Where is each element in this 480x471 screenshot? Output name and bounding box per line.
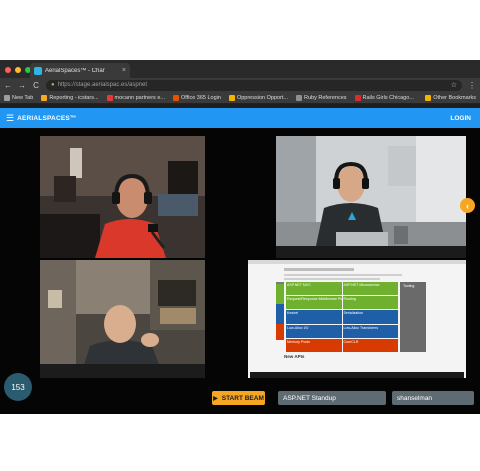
- tab-strip: AerialSpaces™ - Char ×: [0, 60, 480, 78]
- browser-window: AerialSpaces™ - Char × ← → C ● https://s…: [0, 60, 480, 414]
- bookmark-list: New Tab Reporting - icstars... mocann part…: [4, 94, 414, 101]
- app-brand: AERIALSPACES™: [17, 114, 77, 122]
- diagram-block: Kestrel: [286, 310, 342, 324]
- bookmark-item[interactable]: Reporting - icstars...: [41, 94, 99, 101]
- forward-arrow-icon[interactable]: →: [18, 80, 26, 90]
- bookmark-label: Reporting - icstars...: [49, 94, 99, 101]
- play-icon: ▶: [213, 395, 218, 402]
- bookmark-icon: [228, 94, 235, 101]
- other-bookmarks[interactable]: Other Bookmarks: [425, 94, 476, 101]
- collapse-panel-button[interactable]: ‹: [460, 198, 475, 213]
- bookmark-icon: [354, 94, 361, 101]
- hamburger-menu-icon[interactable]: ☰: [6, 112, 15, 123]
- diagram-block: Low-Alloc I/O: [286, 324, 342, 338]
- diagram-block: CoreCLR: [342, 338, 398, 352]
- video-feed-1: [40, 136, 205, 258]
- diagram-block: ASP.NET MVC: [286, 282, 342, 296]
- bookmark-item[interactable]: Ruby References: [296, 94, 347, 101]
- diagram-block: Serialization: [342, 310, 398, 324]
- diagram-block: Tooling: [403, 284, 415, 288]
- bookmark-item[interactable]: Office 365 Login: [172, 94, 221, 101]
- tab-close-icon[interactable]: ×: [121, 67, 126, 74]
- start-beam-button[interactable]: ▶ START BEAM: [212, 391, 265, 405]
- bookmark-label: New Tab: [12, 94, 34, 101]
- video-tile-3[interactable]: [40, 260, 205, 378]
- address-row: ← → C ● https://stage.aerialspac.es/aspn…: [0, 78, 480, 92]
- reload-icon[interactable]: C: [33, 80, 39, 90]
- browser-tab-aerialspaces[interactable]: AerialSpaces™ - Char ×: [30, 63, 130, 78]
- bookmark-star-icon[interactable]: ☆: [450, 82, 457, 89]
- diagram-block: Low-Alloc Transforms: [342, 324, 398, 338]
- room-name-field[interactable]: ASP.NET Standup: [278, 391, 386, 405]
- back-arrow-icon[interactable]: ←: [4, 80, 12, 90]
- window-controls: [5, 67, 31, 73]
- bookmark-icon: [106, 94, 113, 101]
- bookmarks-bar: New Tab Reporting - icstars... mocann part…: [0, 92, 480, 104]
- diagram-block: Memory Pools: [286, 338, 342, 352]
- address-bar[interactable]: ● https://stage.aerialspac.es/aspnet ☆: [46, 79, 462, 91]
- slide-heading: New APIs: [284, 354, 305, 359]
- participant-count-badge[interactable]: 153: [4, 373, 32, 401]
- tab-title: AerialSpaces™ - Char: [45, 67, 105, 74]
- maximize-window-icon[interactable]: [25, 67, 31, 73]
- bookmark-label: Oppression Opport...: [236, 94, 289, 101]
- bookmark-item[interactable]: mocann partners e...: [106, 94, 165, 101]
- bookmark-icon: [172, 94, 179, 101]
- bookmark-item[interactable]: New Tab: [4, 94, 34, 101]
- bookmark-icon: [4, 94, 10, 101]
- bookmark-icon: [296, 94, 303, 101]
- minimize-window-icon[interactable]: [15, 67, 21, 73]
- bookmark-item[interactable]: Rails Girls Chicago...: [354, 94, 414, 101]
- url-text: https://stage.aerialspac.es/aspnet: [57, 82, 148, 88]
- diagram-block: Routing: [342, 296, 398, 310]
- other-bookmarks-label: Other Bookmarks: [433, 94, 476, 101]
- video-feed-2: [276, 136, 466, 258]
- bookmark-item[interactable]: Oppression Opport...: [228, 94, 289, 101]
- browser-menu-icon[interactable]: ⋮: [468, 80, 476, 90]
- bookmark-label: Office 365 Login: [180, 94, 221, 101]
- video-feed-3: [40, 260, 205, 378]
- start-beam-label: START BEAM: [221, 394, 264, 402]
- bookmark-icon: [41, 94, 48, 101]
- app-header: ☰ AERIALSPACES™ LOGIN: [0, 108, 480, 128]
- favicon-icon: [34, 66, 42, 75]
- folder-icon: [425, 94, 432, 101]
- diagram-block: Request/Response Middleware Platform: [286, 296, 342, 310]
- username-field[interactable]: shanselman: [392, 391, 474, 405]
- diagram-block: ASP.NET Microservice: [342, 282, 398, 296]
- bookmark-label: Rails Girls Chicago...: [362, 94, 414, 101]
- close-window-icon[interactable]: [5, 67, 11, 73]
- video-tile-1[interactable]: [40, 136, 205, 258]
- bookmark-label: Ruby References: [304, 94, 347, 101]
- bookmark-label: mocann partners e...: [114, 94, 165, 101]
- login-button[interactable]: LOGIN: [450, 114, 471, 122]
- lock-icon: ●: [51, 82, 55, 88]
- video-tile-2[interactable]: [276, 136, 466, 258]
